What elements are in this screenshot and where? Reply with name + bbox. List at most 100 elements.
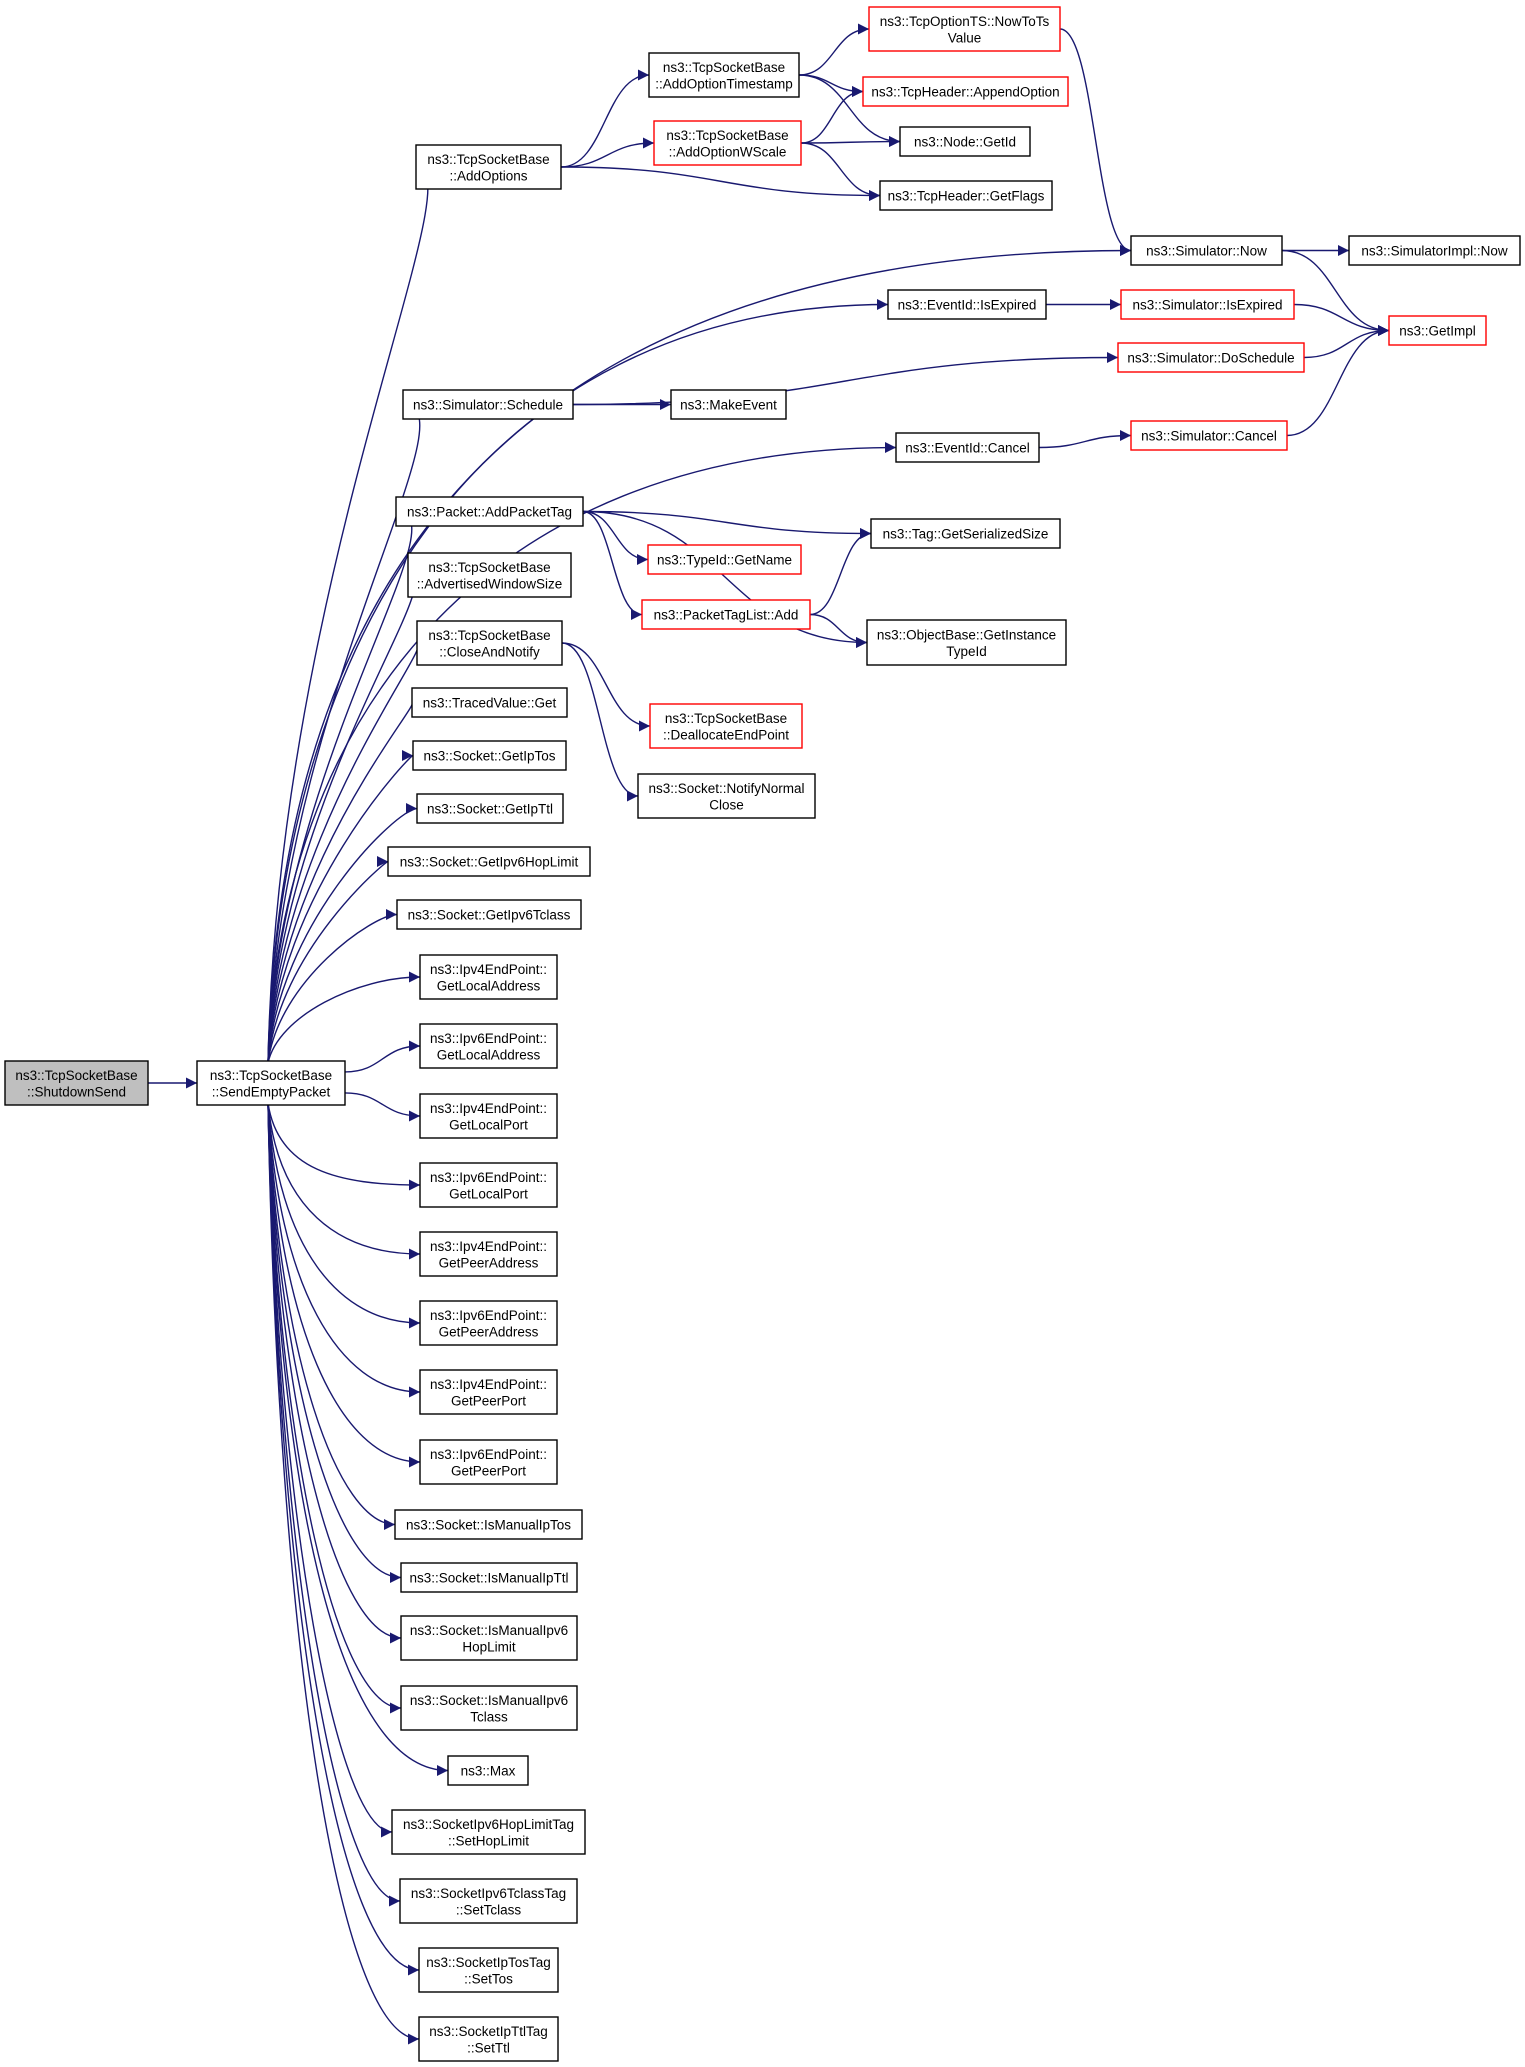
node-addoptwscale[interactable]: ns3::TcpSocketBase::AddOptionWScale xyxy=(653,120,802,166)
edge-sendempty-to-ip6peeraddr xyxy=(267,1102,421,1329)
node-ip6peeraddr[interactable]: ns3::Ipv6EndPoint::GetPeerAddress xyxy=(419,1300,558,1346)
nodes-layer: ns3::TcpSocketBase::ShutdownSend ns3::Tcp… xyxy=(4,6,1521,2062)
node-getipv6hop[interactable]: ns3::Socket::GetIpv6HopLimit xyxy=(387,846,591,877)
node-box xyxy=(418,2016,559,2062)
node-getiptos[interactable]: ns3::Socket::GetIpTos xyxy=(412,740,567,771)
node-shutdown[interactable]: ns3::TcpSocketBase::ShutdownSend xyxy=(4,1060,149,1106)
node-setttl[interactable]: ns3::SocketIpTtlTag::SetTtl xyxy=(418,2016,559,2062)
node-simisexpired[interactable]: ns3::Simulator::IsExpired xyxy=(1120,289,1295,320)
edge-sendempty-to-ismanipttl xyxy=(267,1102,402,1583)
node-ip4peeraddr[interactable]: ns3::Ipv4EndPoint::GetPeerAddress xyxy=(419,1231,558,1277)
node-typeidname[interactable]: ns3::TypeId::GetName xyxy=(647,544,802,575)
node-box xyxy=(868,6,1061,52)
node-label-line: ns3::SocketIpv6HopLimitTag xyxy=(403,1817,574,1832)
node-label-line: ::SetTclass xyxy=(456,1902,522,1917)
node-makeevent[interactable]: ns3::MakeEvent xyxy=(670,389,787,420)
edge-sendempty-to-ismanipv6hop xyxy=(267,1102,402,1644)
edge-sendempty-to-addoptions xyxy=(267,161,429,1064)
node-box xyxy=(419,1093,558,1139)
node-box xyxy=(402,389,574,420)
node-getipv6tclass[interactable]: ns3::Socket::GetIpv6Tclass xyxy=(396,899,582,930)
node-label-line: ::SendEmptyPacket xyxy=(212,1084,331,1099)
node-label-line: GetLocalPort xyxy=(449,1186,528,1201)
node-ismaniptos[interactable]: ns3::Socket::IsManualIpTos xyxy=(394,1509,583,1540)
node-label-line: ns3::TcpSocketBase xyxy=(666,128,788,143)
node-box xyxy=(419,1023,558,1069)
node-doschedule[interactable]: ns3::Simulator::DoSchedule xyxy=(1117,342,1305,373)
node-label-line: ::SetTtl xyxy=(467,2040,510,2055)
node-label-line: ns3::Socket::NotifyNormal xyxy=(648,781,804,796)
node-simimplnow[interactable]: ns3::SimulatorImpl::Now xyxy=(1348,235,1521,266)
node-box xyxy=(391,1809,586,1855)
node-box xyxy=(399,1878,578,1924)
node-box xyxy=(419,1231,558,1277)
node-deallocate[interactable]: ns3::TcpSocketBase::DeallocateEndPoint xyxy=(649,703,803,749)
node-getipttl[interactable]: ns3::Socket::GetIpTtl xyxy=(416,793,564,824)
edge-sendempty-to-settclass xyxy=(267,1102,401,1907)
node-getimpl[interactable]: ns3::GetImpl xyxy=(1388,315,1487,346)
node-max[interactable]: ns3::Max xyxy=(447,1755,529,1786)
node-label-line: ns3::Ipv6EndPoint:: xyxy=(430,1447,547,1462)
node-addopttimestamp[interactable]: ns3::TcpSocketBase::AddOptionTimestamp xyxy=(648,52,800,98)
node-schedule[interactable]: ns3::Simulator::Schedule xyxy=(402,389,574,420)
node-label-line: ns3::Socket::GetIpTtl xyxy=(427,802,553,817)
node-settclass[interactable]: ns3::SocketIpv6TclassTag::SetTclass xyxy=(399,1878,578,1924)
node-box xyxy=(419,1162,558,1208)
node-box xyxy=(653,120,802,166)
node-ip6localaddr[interactable]: ns3::Ipv6EndPoint::GetLocalAddress xyxy=(419,1023,558,1069)
node-box xyxy=(419,1439,558,1485)
node-eventcancel[interactable]: ns3::EventId::Cancel xyxy=(895,432,1040,463)
node-ip6peerport[interactable]: ns3::Ipv6EndPoint::GetPeerPort xyxy=(419,1439,558,1485)
node-label-line: ns3::Socket::GetIpv6HopLimit xyxy=(400,855,579,870)
node-label-line: ns3::Simulator::Cancel xyxy=(1141,429,1277,444)
edge-ptladd-to-getinstancetypeid xyxy=(809,613,868,648)
node-ismanipttl[interactable]: ns3::Socket::IsManualIpTtl xyxy=(400,1562,578,1593)
node-label-line: ns3::TcpHeader::AppendOption xyxy=(871,85,1059,100)
node-label-line: ns3::Simulator::Schedule xyxy=(413,398,563,413)
node-ip4localaddr[interactable]: ns3::Ipv4EndPoint::GetLocalAddress xyxy=(419,954,558,1000)
node-label-line: ns3::TypeId::GetName xyxy=(657,553,792,568)
node-addpackettag[interactable]: ns3::Packet::AddPacketTag xyxy=(395,496,584,527)
node-nodegetid[interactable]: ns3::Node::GetId xyxy=(899,126,1031,157)
node-advwindow[interactable]: ns3::TcpSocketBase::AdvertisedWindowSize xyxy=(407,552,572,598)
node-label-line: ns3::Ipv6EndPoint:: xyxy=(430,1308,547,1323)
node-isexpired[interactable]: ns3::EventId::IsExpired xyxy=(887,289,1047,320)
node-label-line: ns3::Socket::IsManualIpv6 xyxy=(410,1623,568,1638)
node-box xyxy=(419,1369,558,1415)
node-simcancel[interactable]: ns3::Simulator::Cancel xyxy=(1130,420,1288,451)
node-getflags[interactable]: ns3::TcpHeader::GetFlags xyxy=(879,180,1053,211)
node-settos[interactable]: ns3::SocketIpTosTag::SetTos xyxy=(418,1947,559,1993)
node-ip6localport[interactable]: ns3::Ipv6EndPoint::GetLocalPort xyxy=(419,1162,558,1208)
node-label-line: ns3::Ipv4EndPoint:: xyxy=(430,1377,547,1392)
node-sendempty[interactable]: ns3::TcpSocketBase::SendEmptyPacket xyxy=(196,1060,346,1106)
node-box xyxy=(387,846,591,877)
node-addoptions[interactable]: ns3::TcpSocketBase::AddOptions xyxy=(415,144,562,190)
edge-nowtots-to-simnow xyxy=(1059,28,1132,256)
node-label-line: ns3::Ipv4EndPoint:: xyxy=(430,1101,547,1116)
node-box xyxy=(396,899,582,930)
edge-sendempty-to-ismaniptos xyxy=(267,1102,396,1530)
edge-sendempty-to-ip4localaddr xyxy=(267,971,421,1064)
node-tracedget[interactable]: ns3::TracedValue::Get xyxy=(411,687,568,718)
node-box xyxy=(862,76,1069,107)
edge-addopttimestamp-to-nowtots xyxy=(798,23,870,76)
node-ip4peerport[interactable]: ns3::Ipv4EndPoint::GetPeerPort xyxy=(419,1369,558,1415)
node-box xyxy=(647,544,802,575)
node-box xyxy=(400,1685,578,1731)
node-appendoption[interactable]: ns3::TcpHeader::AppendOption xyxy=(862,76,1069,107)
node-box xyxy=(670,389,787,420)
node-tagserial[interactable]: ns3::Tag::GetSerializedSize xyxy=(870,518,1061,549)
node-ptladd[interactable]: ns3::PacketTagList::Add xyxy=(641,599,811,630)
node-sethoplimit[interactable]: ns3::SocketIpv6HopLimitTag::SetHopLimit xyxy=(391,1809,586,1855)
node-closenotify[interactable]: ns3::TcpSocketBase::CloseAndNotify xyxy=(416,620,563,666)
node-label-line: ::DeallocateEndPoint xyxy=(663,727,789,742)
node-simnow[interactable]: ns3::Simulator::Now xyxy=(1130,235,1283,266)
node-ip4localport[interactable]: ns3::Ipv4EndPoint::GetLocalPort xyxy=(419,1093,558,1139)
node-box xyxy=(418,1947,559,1993)
